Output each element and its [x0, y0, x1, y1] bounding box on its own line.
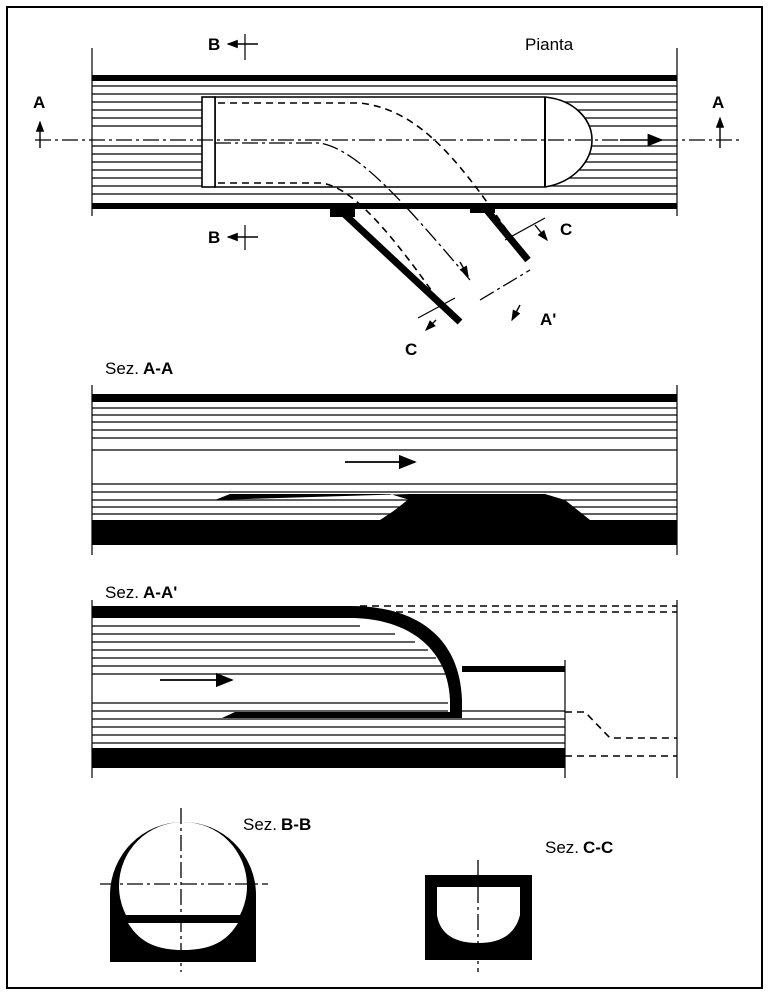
section-aa-prime-view: Sez. A-A'	[91, 583, 678, 778]
marker-c-right: C	[560, 220, 572, 239]
section-aa-view: Sez. A-A	[91, 359, 678, 555]
marker-a-prime: A'	[540, 310, 556, 329]
plan-title: Pianta	[525, 35, 574, 54]
marker-b-bottom: B	[208, 228, 220, 247]
section-bb-label: Sez. B-B	[243, 815, 311, 834]
section-aa-prime-label: Sez. A-A'	[105, 583, 177, 602]
section-cc-view: Sez. C-C	[425, 838, 613, 972]
section-cc-label: Sez. C-C	[545, 838, 613, 857]
marker-b-top: B	[208, 35, 220, 54]
marker-a-right: A	[712, 93, 724, 112]
marker-c-left: C	[405, 340, 417, 359]
section-bb-view: Sez. B-B	[100, 808, 311, 972]
drawing-frame	[6, 6, 763, 989]
plan-view: Pianta A A B B C C A'	[33, 34, 740, 359]
section-aa-label: Sez. A-A	[105, 359, 173, 378]
marker-a-left: A	[33, 93, 45, 112]
